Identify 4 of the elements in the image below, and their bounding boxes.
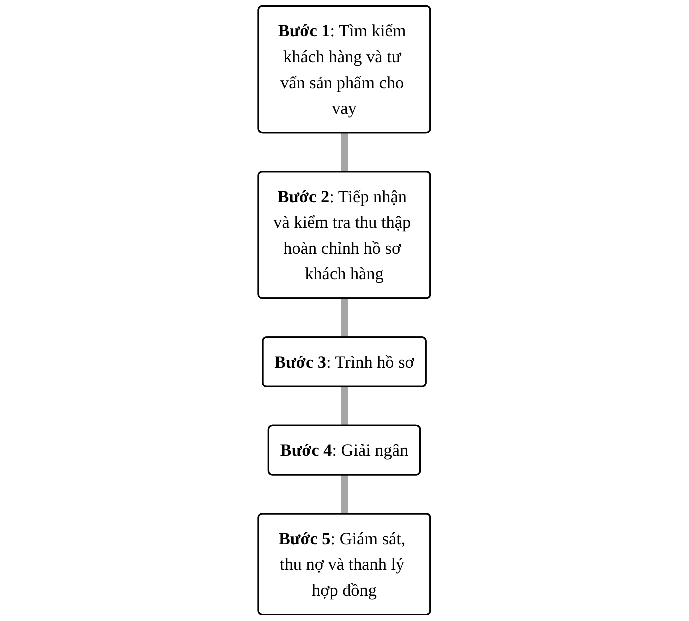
connector [340, 133, 348, 172]
connector [340, 386, 348, 426]
connector [340, 475, 348, 514]
connector [340, 298, 348, 338]
